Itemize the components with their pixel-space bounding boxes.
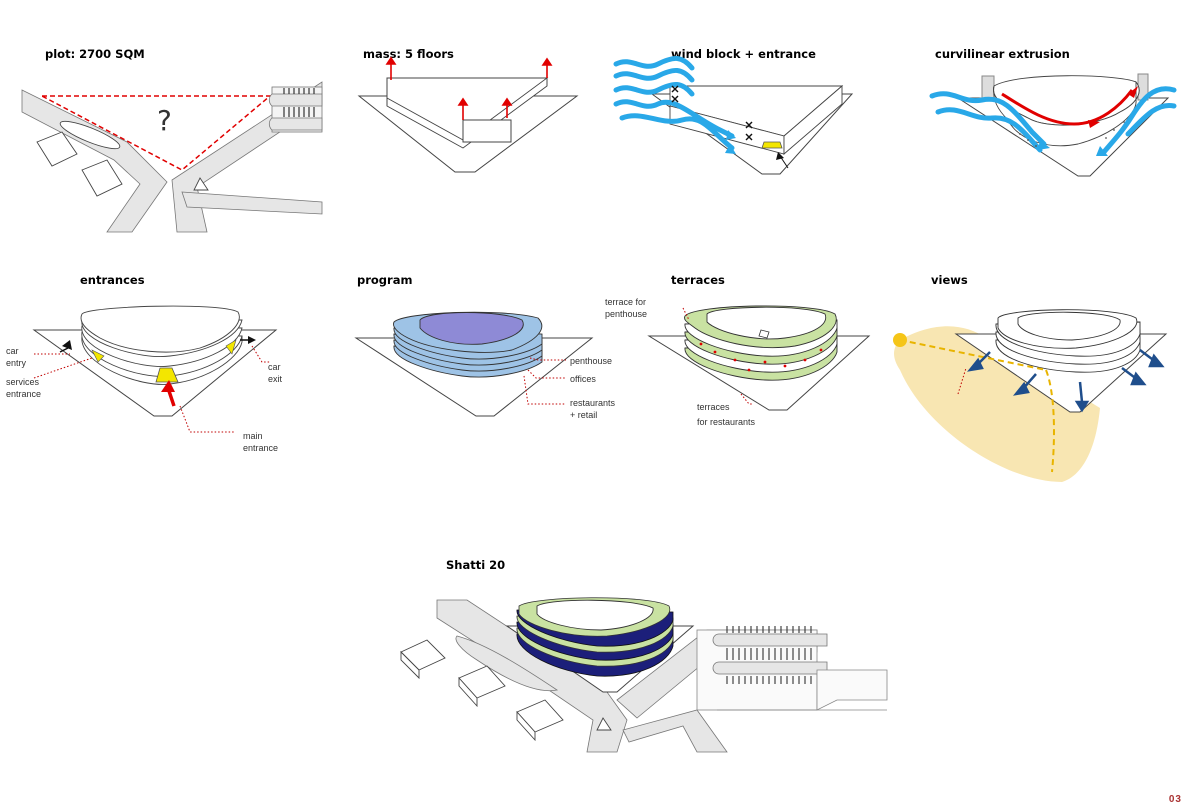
sun-icon [893,333,907,347]
shatti-building [516,597,674,677]
plot-island-icon [193,177,209,191]
views-diagram [893,309,1168,482]
plot-title: plot: 2700 SQM [45,47,145,61]
wind-entrance-marker [761,141,783,149]
views-title: views [931,273,968,287]
penthouse-volume [419,312,524,345]
wind-block-marks [671,85,753,141]
curvilinear-title: curvilinear extrusion [935,47,1070,61]
penthouse-label: penthouse [570,356,613,366]
final-parking-stripes [726,626,812,684]
sun-view-field [894,326,1100,482]
program-diagram [354,311,594,417]
plot-diagram: ? [21,81,323,233]
program-title: program [357,273,413,287]
terraces-diagram [647,305,871,411]
offices-label: offices [570,374,596,384]
plot-question-mark: ? [157,104,172,137]
entrances-diagram [32,305,278,433]
mass-title: mass: 5 floors [363,47,454,61]
page-number: 03 [1168,794,1182,805]
restaurants-retail-label: restaurants+ retail [570,398,616,420]
wind-title: wind block + entrance [671,47,816,61]
terraces-title: terraces [671,273,725,287]
site-plan-final [400,597,888,753]
main-entrance-fill [155,367,179,383]
wind-diagram [613,56,854,175]
entrances-title: entrances [80,273,145,287]
final-title: Shatti 20 [446,558,506,572]
curvilinear-diagram [929,73,1177,177]
plot-parking [268,86,323,133]
mass-diagram [357,56,579,173]
